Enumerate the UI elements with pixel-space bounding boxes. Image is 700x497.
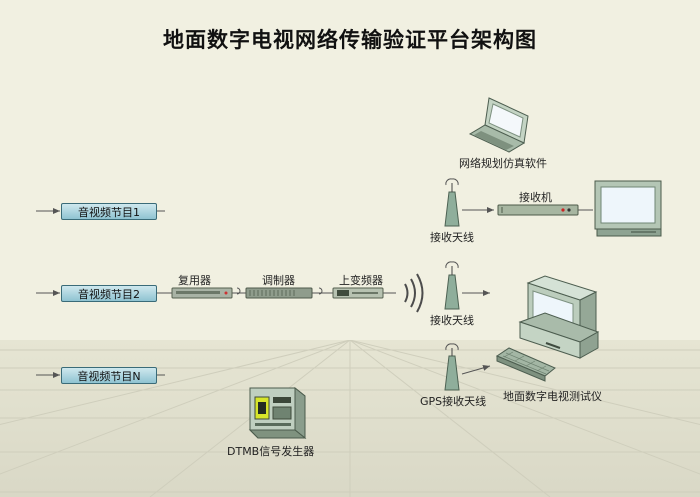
arrow-gps-tester [461, 365, 491, 375]
source-box-n: 音视频节目N [61, 367, 157, 384]
label-planning-software: 网络规划仿真软件 [459, 157, 547, 170]
cable-connector-icon [318, 287, 323, 295]
diagram-title: 地面数字电视网络传输验证平台架构图 [163, 28, 537, 52]
label-upconverter: 上变频器 [339, 274, 383, 287]
transmit-wave-icon [404, 273, 424, 313]
antenna-gps-icon [444, 343, 460, 391]
label-modulator: 调制器 [262, 274, 295, 287]
tester-computer-icon [495, 275, 600, 382]
cable-connector-icon [236, 287, 241, 295]
modulator-device-icon [245, 287, 313, 299]
multiplexer-device-icon [171, 287, 233, 299]
receiver-device-icon [497, 204, 579, 216]
television-icon [594, 180, 662, 237]
label-antenna-gps: GPS接收天线 [420, 395, 487, 408]
laptop-icon [468, 97, 529, 153]
source-box-1: 音视频节目1 [61, 203, 157, 220]
source-box-2: 音视频节目2 [61, 285, 157, 302]
antenna-rx2-icon [444, 261, 460, 310]
antenna-rx1-icon [444, 178, 460, 227]
label-receiver: 接收机 [519, 191, 552, 204]
label-antenna-rx2: 接收天线 [430, 314, 474, 327]
label-tester: 地面数字电视测试仪 [503, 390, 602, 403]
label-multiplexer: 复用器 [178, 274, 211, 287]
dtmb-generator-icon [248, 386, 307, 440]
label-antenna-rx1: 接收天线 [430, 231, 474, 244]
label-dtmb-generator: DTMB信号发生器 [227, 445, 315, 458]
upconverter-device-icon [332, 287, 384, 299]
